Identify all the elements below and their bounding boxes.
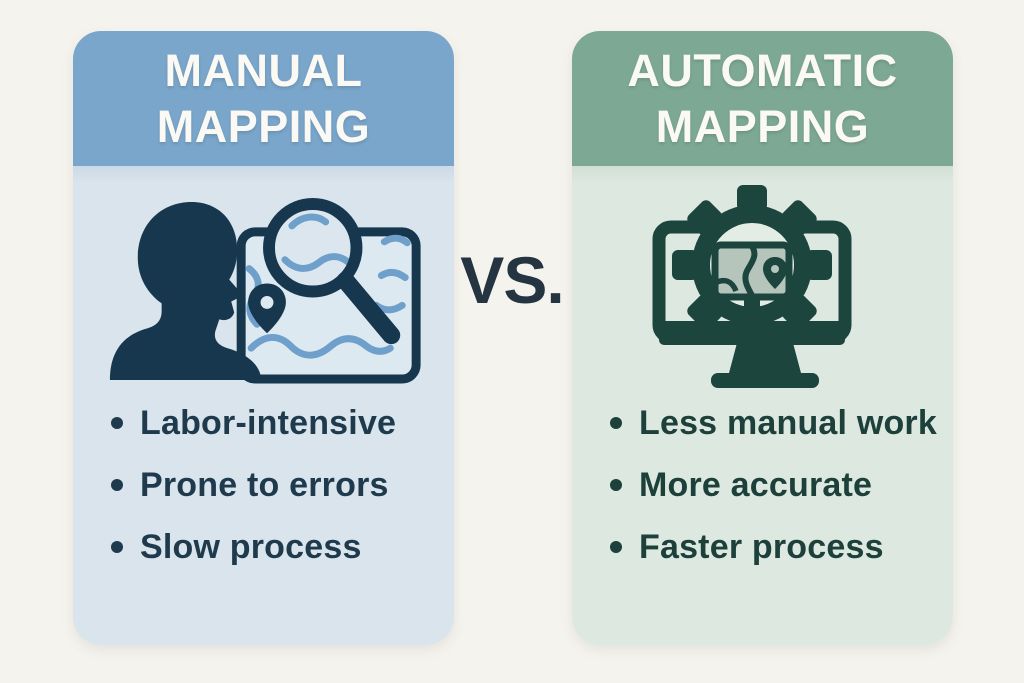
bullet-text: Prone to errors: [140, 466, 389, 504]
automatic-title-line-2: MAPPING: [655, 100, 870, 152]
bullet-text: Less manual work: [639, 404, 937, 442]
list-item: Labor-intensive: [111, 406, 454, 440]
person-map-magnifier-icon: [73, 182, 454, 400]
bullet-dot: [111, 479, 123, 491]
gear-monitor-map-icon: [572, 182, 953, 400]
automatic-mapping-panel: AUTOMATIC MAPPING: [572, 31, 953, 645]
list-item: Prone to errors: [111, 468, 454, 502]
automatic-title-line-1: AUTOMATIC: [627, 44, 898, 96]
bullet-dot: [111, 541, 123, 553]
manual-mapping-panel: MANUAL MAPPING: [73, 31, 454, 645]
bullet-text: Labor-intensive: [140, 404, 397, 442]
bullet-dot: [610, 417, 622, 429]
bullet-text: Faster process: [639, 528, 884, 566]
list-item: Slow process: [111, 530, 454, 564]
automatic-mapping-body: Less manual work More accurate Faster pr…: [572, 166, 953, 645]
automatic-mapping-bullets: Less manual work More accurate Faster pr…: [572, 406, 953, 564]
manual-mapping-body: Labor-intensive Prone to errors Slow pro…: [73, 166, 454, 645]
manual-title-line-2: MAPPING: [156, 100, 371, 152]
manual-mapping-bullets: Labor-intensive Prone to errors Slow pro…: [73, 406, 454, 564]
manual-mapping-header: MANUAL MAPPING: [73, 31, 454, 166]
manual-title-line-1: MANUAL: [164, 44, 363, 96]
list-item: Less manual work: [610, 406, 953, 440]
bullet-text: Slow process: [140, 528, 362, 566]
vs-label: VS.: [460, 243, 564, 317]
bullet-dot: [610, 541, 622, 553]
bullet-text: More accurate: [639, 466, 873, 504]
bullet-dot: [111, 417, 123, 429]
list-item: Faster process: [610, 530, 953, 564]
automatic-mapping-header: AUTOMATIC MAPPING: [572, 31, 953, 166]
list-item: More accurate: [610, 468, 953, 502]
bullet-dot: [610, 479, 622, 491]
